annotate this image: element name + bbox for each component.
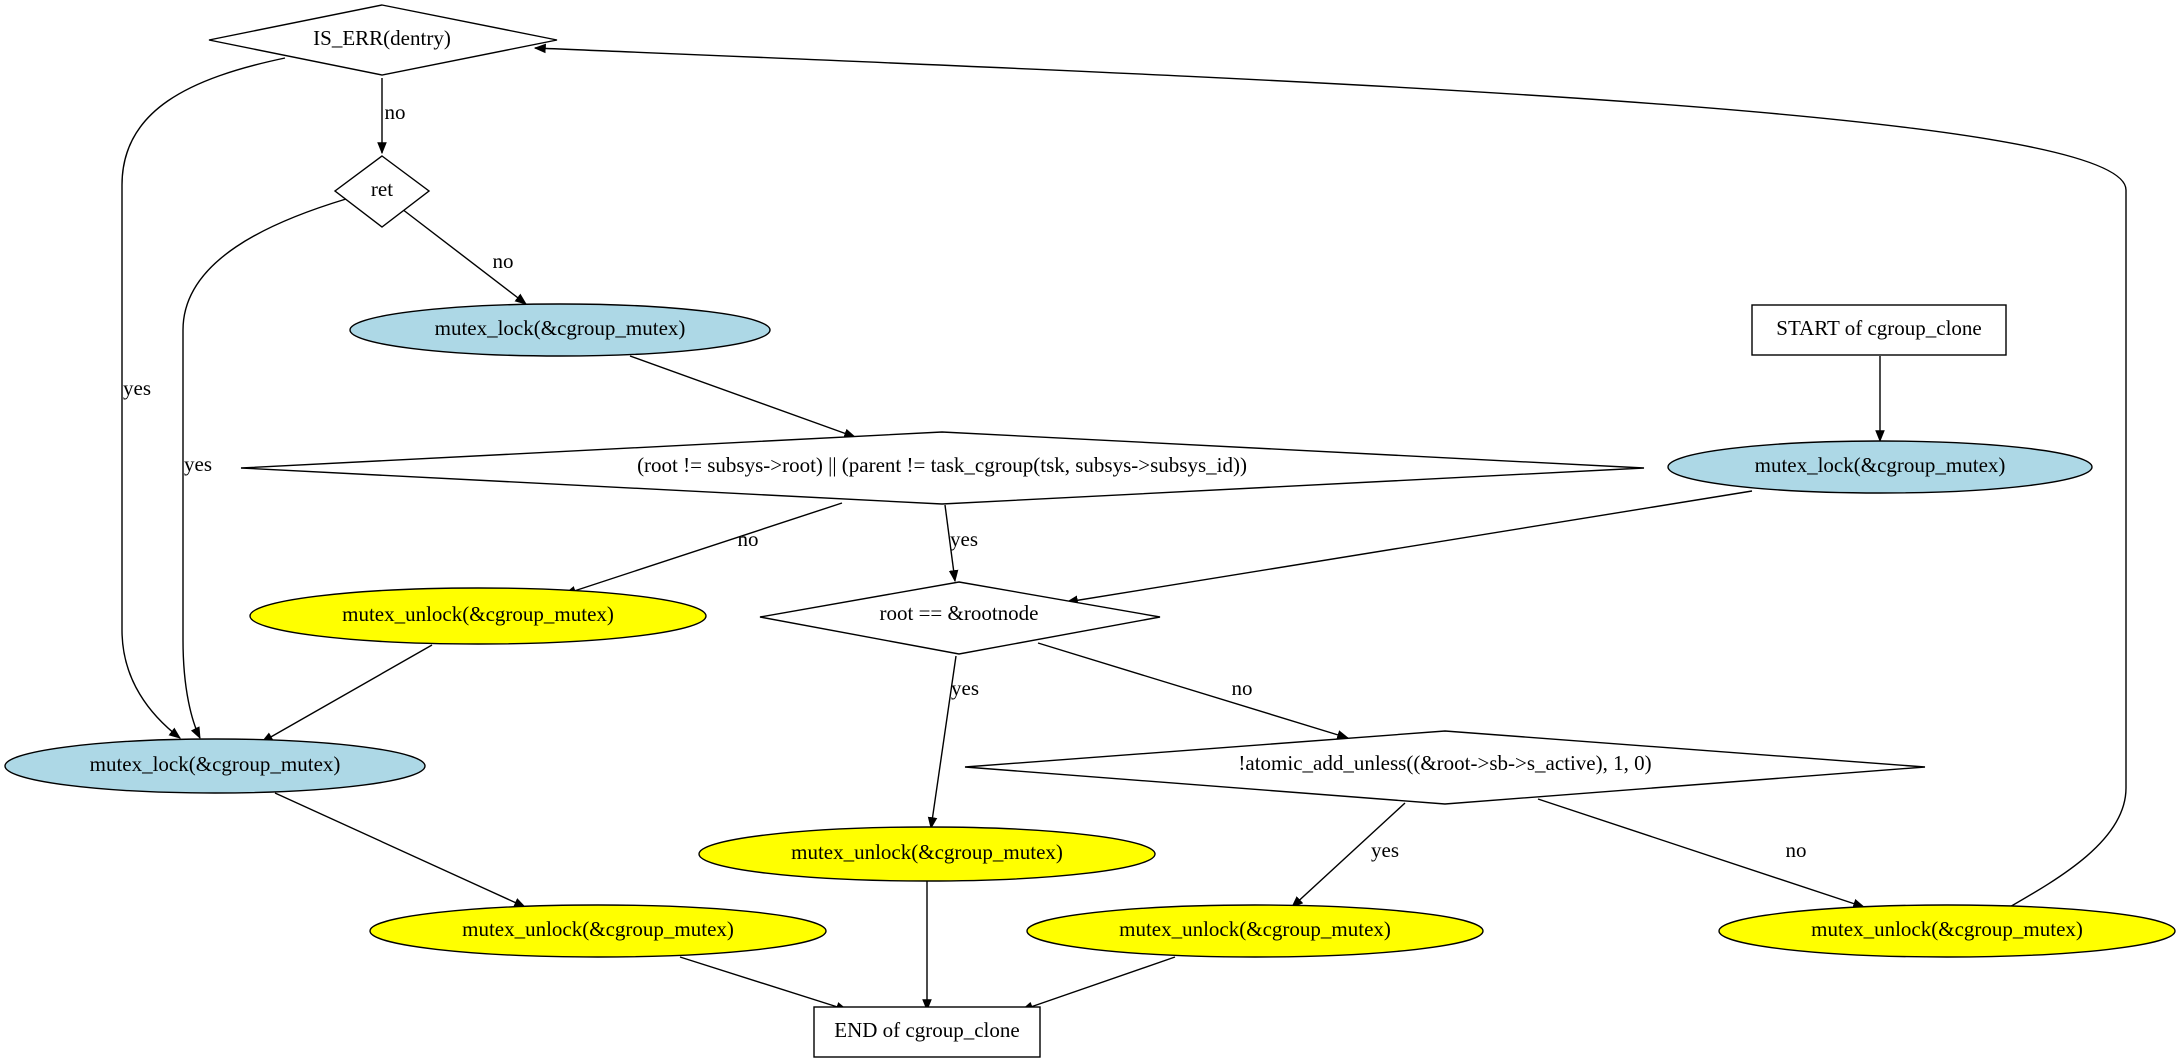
node-end: END of cgroup_clone: [813, 1006, 1041, 1058]
node-label: mutex_unlock(&cgroup_mutex): [462, 917, 734, 941]
node-label: START of cgroup_clone: [1776, 316, 1981, 340]
edge-label-atomic-no: no: [1786, 838, 1807, 862]
node-label: mutex_lock(&cgroup_mutex): [435, 316, 686, 340]
node-label: mutex_unlock(&cgroup_mutex): [1119, 917, 1391, 941]
edge-label-atomic-yes: yes: [1371, 838, 1399, 862]
edge-lock-after-ret-to-root-check: [629, 355, 857, 438]
decision-diamond: [759, 581, 1161, 655]
process-ellipse: [4, 738, 426, 794]
node-label: (root != subsys->root) || (parent != tas…: [637, 453, 1247, 477]
edge-unlock-to-lock-yes: [260, 644, 433, 743]
edge-label-rootnode-no: no: [1232, 676, 1253, 700]
node-unlock-rootnode: mutex_unlock(&cgroup_mutex): [698, 826, 1156, 882]
process-ellipse: [1718, 904, 2176, 958]
process-ellipse: [1026, 904, 1484, 958]
node-ret: ret: [333, 155, 431, 228]
edge-rootnode-to-atomic: [1037, 642, 1350, 740]
edge-is-err-to-lock-yes: [121, 57, 286, 739]
node-lock-start: mutex_lock(&cgroup_mutex): [1667, 440, 2093, 494]
node-root-check: (root != subsys->root) || (parent != tas…: [240, 431, 1645, 505]
node-unlock-left: mutex_unlock(&cgroup_mutex): [369, 904, 827, 958]
edge-unlock-yes-to-end: [1020, 956, 1176, 1012]
edge-label-rootnode-yes: yes: [951, 676, 979, 700]
node-unlock-no-root: mutex_unlock(&cgroup_mutex): [249, 587, 707, 645]
node-rootnode-check: root == &rootnode: [759, 581, 1161, 655]
edge-rootnode-to-unlock-rootnode: [927, 655, 957, 830]
edges: [121, 43, 2127, 1012]
node-label: mutex_unlock(&cgroup_mutex): [791, 840, 1063, 864]
edge-root-check-to-rootnode: [944, 504, 959, 583]
edge-labels: no yes no yes no yes yes no yes no: [123, 100, 1807, 862]
node-label: mutex_lock(&cgroup_mutex): [90, 752, 341, 776]
node-lock-after-ret: mutex_lock(&cgroup_mutex): [349, 303, 771, 357]
node-label: IS_ERR(dentry): [313, 26, 451, 50]
node-label: !atomic_add_unless((&root->sb->s_active)…: [1238, 751, 1651, 775]
decision-diamond: [964, 730, 1926, 805]
node-label: root == &rootnode: [880, 601, 1039, 625]
decision-diamond: [208, 4, 558, 76]
edge-label-is-err-yes: yes: [123, 376, 151, 400]
node-label: mutex_unlock(&cgroup_mutex): [1811, 917, 2083, 941]
process-ellipse: [369, 904, 827, 958]
edge-ret-to-lock-yes: [182, 198, 347, 740]
edge-atomic-to-unlock-no: [1537, 798, 1866, 909]
edge-root-check-to-unlock: [563, 502, 843, 596]
process-ellipse: [249, 587, 707, 645]
process-ellipse: [698, 826, 1156, 882]
edge-unlock-no-to-is-err: [533, 43, 2127, 909]
edge-lock-yes-to-unlock-left: [274, 792, 527, 908]
node-atomic-check: !atomic_add_unless((&root->sb->s_active)…: [964, 730, 1926, 805]
node-label: ret: [371, 177, 393, 201]
node-label: mutex_unlock(&cgroup_mutex): [342, 602, 614, 626]
edge-ret-to-lock-after-ret: [401, 208, 527, 305]
terminal-box: [813, 1006, 1041, 1058]
edge-label-root-check-no: no: [738, 527, 759, 551]
edge-label-root-check-yes: yes: [950, 527, 978, 551]
edge-label-ret-yes: yes: [184, 452, 212, 476]
nodes: IS_ERR(dentry) ret mutex_lock(&cgroup_mu…: [4, 4, 2176, 1058]
node-start: START of cgroup_clone: [1751, 304, 2007, 356]
decision-diamond: [333, 155, 431, 228]
node-lock-yes: mutex_lock(&cgroup_mutex): [4, 738, 426, 794]
process-ellipse: [1667, 440, 2093, 494]
edge-lock-start-to-rootnode: [1065, 490, 1753, 606]
node-unlock-atomic-no: mutex_unlock(&cgroup_mutex): [1718, 904, 2176, 958]
terminal-box: [1751, 304, 2007, 356]
decision-diamond: [240, 431, 1645, 505]
node-is-err-dentry: IS_ERR(dentry): [208, 4, 558, 76]
node-label: END of cgroup_clone: [834, 1018, 1019, 1042]
node-label: mutex_lock(&cgroup_mutex): [1755, 453, 2006, 477]
edge-label-ret-no: no: [493, 249, 514, 273]
edge-label-is-err-no: no: [385, 100, 406, 124]
edge-atomic-to-unlock-yes: [1291, 802, 1406, 908]
edge-unlock-left-to-end: [679, 956, 849, 1012]
process-ellipse: [349, 303, 771, 357]
node-unlock-atomic-yes: mutex_unlock(&cgroup_mutex): [1026, 904, 1484, 958]
